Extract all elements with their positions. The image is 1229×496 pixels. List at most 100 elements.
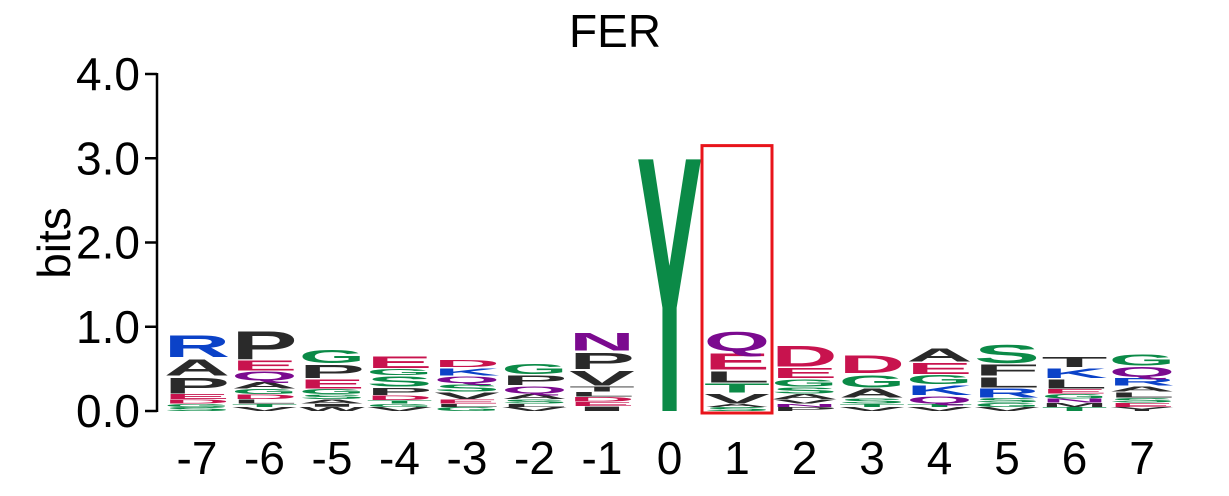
x-tick-label: -5 <box>312 432 353 484</box>
x-tick-label: 1 <box>724 432 750 484</box>
logo-letter: D <box>772 340 838 372</box>
logo-letter: T <box>569 385 635 393</box>
logo-letter: R <box>164 329 230 364</box>
logo-letter: S <box>434 382 500 394</box>
logo-letter: G <box>839 371 905 391</box>
logo-letter: E <box>907 360 973 377</box>
y-tick-label: 3.0 <box>76 132 140 184</box>
logo-letter: S <box>974 397 1040 404</box>
y-axis-ticks: 0.01.02.03.04.0 <box>76 48 157 437</box>
x-tick-label: 5 <box>994 432 1020 484</box>
x-tick-label: -7 <box>177 432 218 484</box>
logo-letter: S <box>772 386 838 395</box>
logo-letter: E <box>569 401 635 407</box>
logo-letter: P <box>771 406 837 412</box>
logo-letter: E <box>704 349 770 375</box>
x-tick-label: 4 <box>927 432 953 484</box>
x-tick-label: 6 <box>1062 432 1088 484</box>
logo-letter: P <box>299 362 365 383</box>
logo-letter: L <box>1109 391 1175 399</box>
logo-letter: E <box>164 393 230 401</box>
logo-letter: E <box>434 399 500 405</box>
logo-letter: G <box>1109 351 1175 368</box>
logo-letter: S <box>1109 397 1175 404</box>
logo-letter: G <box>1042 393 1108 400</box>
logo-letter: G <box>772 377 838 389</box>
x-tick-label: 7 <box>1129 432 1155 484</box>
logo-letter: G <box>299 346 365 367</box>
logo-letter: L <box>232 399 298 405</box>
logo-letter: A <box>299 399 365 405</box>
logo-letter: Y <box>1109 406 1175 412</box>
logo-letter: G <box>974 402 1040 408</box>
x-tick-label: -2 <box>514 432 555 484</box>
logo-letter: P <box>164 374 230 398</box>
logo-letter: T <box>1042 354 1108 370</box>
logo-letter: A <box>231 380 297 391</box>
logo-letter: N <box>569 328 635 356</box>
logo-letter: N <box>771 403 837 408</box>
logo-letter: K <box>434 366 500 378</box>
logo-letter: E <box>299 377 365 391</box>
logo-letter: W <box>299 406 365 412</box>
logo-letter: D <box>231 393 297 400</box>
logo-letter: M <box>1042 402 1108 408</box>
logo-letter: D <box>164 399 230 405</box>
logo-letter: G <box>232 387 298 395</box>
logo-letter: Q <box>434 375 500 386</box>
logo-letter: V <box>974 406 1040 412</box>
logo-letter: V <box>704 391 770 406</box>
logo-letter: T <box>907 403 973 408</box>
logo-letter: S <box>164 406 230 412</box>
logo-letter: T <box>704 381 770 395</box>
logo-letter: S <box>299 394 365 401</box>
logo-letter: S <box>839 397 905 405</box>
x-tick-label: 2 <box>792 432 818 484</box>
logo-stacks: SGDEPARVTLDGAQEPWIASGEPGVGTDPSGEGLEVSQKD… <box>164 81 1175 489</box>
logo-letter: E <box>232 357 298 373</box>
logo-letter: V <box>569 367 635 390</box>
x-tick-label: 0 <box>657 432 683 484</box>
x-tick-label: 3 <box>859 432 885 484</box>
logo-letter: V <box>772 399 838 405</box>
logo-letter: F <box>974 362 1040 379</box>
logo-letter: G <box>299 387 365 395</box>
logo-letter: L <box>434 403 500 408</box>
logo-letter: S <box>501 399 567 405</box>
logo-letter: A <box>839 386 905 400</box>
logo-letter: V <box>232 406 298 412</box>
x-tick-label: -4 <box>379 432 420 484</box>
logo-letter: N <box>1041 398 1107 404</box>
y-axis-label: bits <box>28 207 80 279</box>
logo-letter: D <box>434 358 500 370</box>
y-tick-label: 4.0 <box>76 48 140 100</box>
x-tick-label: -6 <box>244 432 285 484</box>
logo-letter: D <box>366 394 432 401</box>
logo-letter: L <box>502 403 568 408</box>
logo-letter: Q <box>1109 364 1175 379</box>
logo-letter: L <box>1042 377 1108 391</box>
logo-letter: S <box>367 373 433 389</box>
logo-letter: G <box>907 373 973 387</box>
logo-letter: A <box>704 403 770 408</box>
logo-letter: E <box>367 353 433 372</box>
logo-letter: D <box>569 396 635 403</box>
logo-letter: G <box>502 361 568 377</box>
logo-letter: P <box>569 348 635 374</box>
logo-letter: A <box>1109 385 1175 393</box>
x-tick-label: -3 <box>447 432 488 484</box>
logo-letter: V <box>502 406 568 412</box>
logo-letter: V <box>367 406 433 412</box>
logo-letter: G <box>434 406 500 412</box>
logo-letter: I <box>299 403 365 408</box>
logo-letter: L <box>704 368 770 385</box>
logo-letter: A <box>772 393 838 401</box>
logo-letter: G <box>367 367 433 376</box>
logo-letter: G <box>367 403 433 408</box>
logo-letter: L <box>974 374 1040 390</box>
chart-title: FER <box>569 5 661 57</box>
logo-letter: Q <box>232 369 298 383</box>
logo-letter: A <box>907 344 973 365</box>
